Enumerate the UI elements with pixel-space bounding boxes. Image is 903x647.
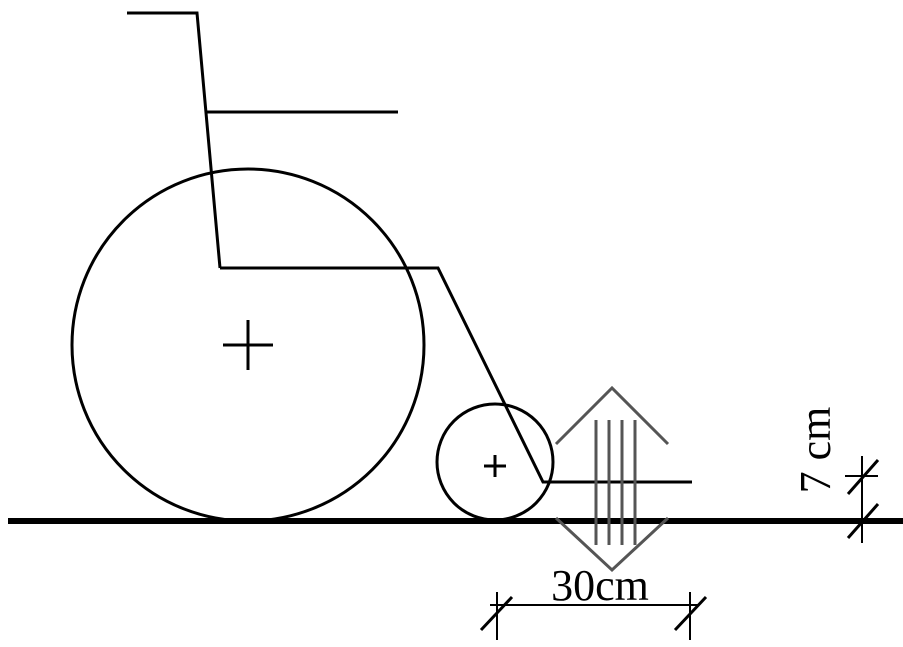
front-caster-wheel bbox=[435, 402, 555, 522]
down-arrow-icon bbox=[554, 516, 670, 573]
width-dimension bbox=[479, 592, 708, 640]
backrest-frame bbox=[127, 11, 222, 269]
height-dimension-label: 7 cm bbox=[791, 407, 840, 494]
width-dimension-label: 30cm bbox=[551, 561, 649, 610]
seat-and-leg-frame bbox=[220, 266, 692, 484]
up-arrow-icon bbox=[554, 385, 670, 446]
rear-wheel-hub-cross bbox=[223, 320, 273, 370]
height-dimension bbox=[845, 456, 880, 543]
caster-hub-cross bbox=[484, 455, 506, 477]
step-obstacle bbox=[554, 385, 670, 573]
rear-wheel bbox=[70, 167, 426, 523]
